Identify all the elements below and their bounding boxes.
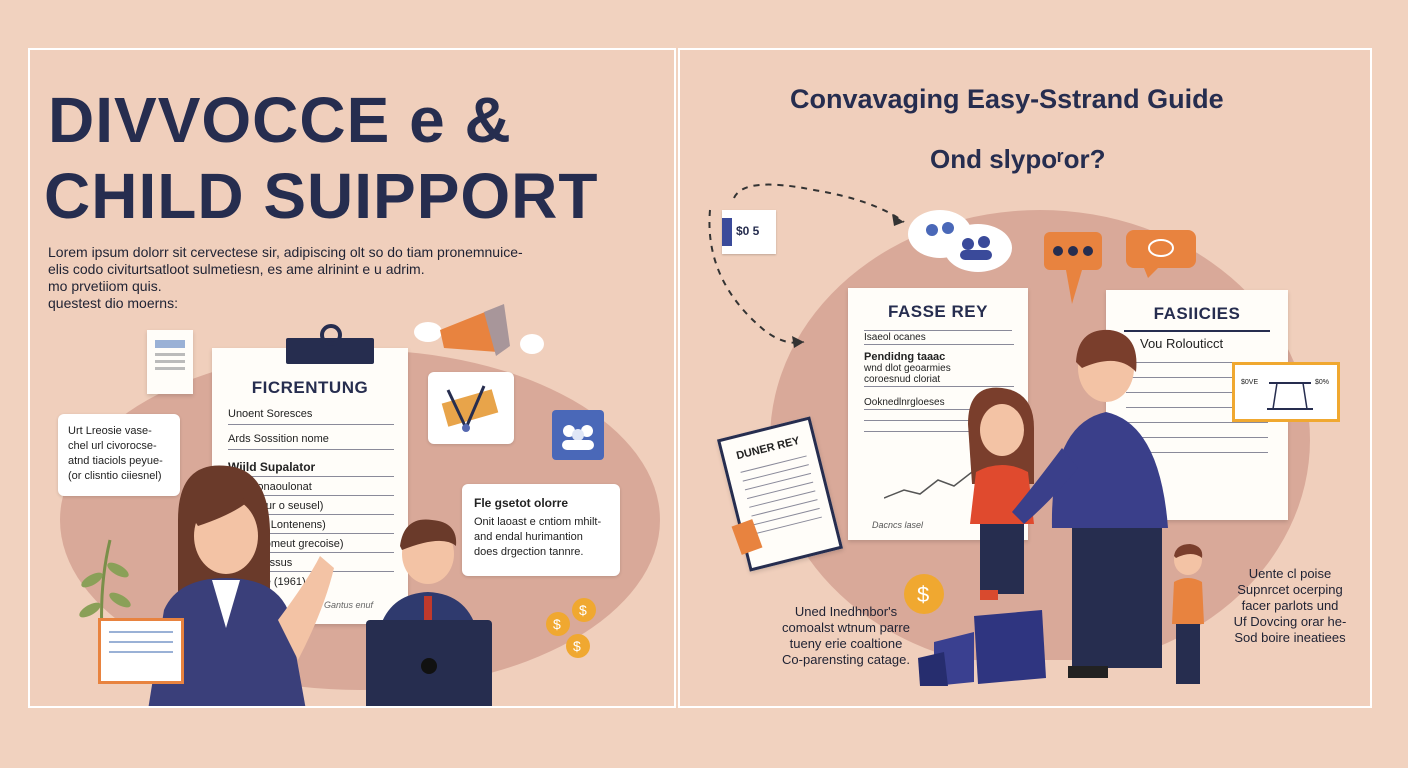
caption-right-line: Uente cl poise [1248, 566, 1332, 581]
side-note-line: chel url civorocse- [68, 440, 157, 452]
intro-line-2: elis codo civiturtsatloot sulmetiesn, es… [48, 261, 425, 277]
caption-left-line: comoalst wtnum parre [782, 620, 910, 635]
man-illustration [1012, 329, 1168, 678]
clipboard-row: Wiild Supalator [228, 460, 316, 474]
document-thumbnail-icon [147, 330, 193, 394]
intro-line-1: Lorem ipsum dolorr sit cervectese sir, a… [48, 244, 523, 260]
orange-chat-icon [1044, 232, 1102, 304]
speech-bubble-line: Onit laoast e cntiom mhilt- [474, 516, 602, 528]
svg-text:$: $ [579, 602, 587, 618]
woman-illustration [148, 465, 334, 706]
doc1-row: Isaeol ocanes [864, 332, 926, 343]
speech-bubble-title: Fle gsetot olorre [474, 496, 569, 510]
doc2-title: FASIICIES [1153, 304, 1241, 323]
speech-bubble-line: and endal hurimantion [474, 531, 583, 543]
caption-left-line: Uned Inedhnbor's [794, 604, 898, 619]
intro-line-3: mo prvetiiom quis. [48, 278, 162, 294]
svg-text:$: $ [917, 582, 929, 607]
scale-chart-card: $0VE $0% [1232, 362, 1340, 422]
clipboard-title: FICRENTUNG [251, 378, 369, 397]
orange-message-icon [1126, 230, 1196, 278]
caption-left-line: Co-parensting catage. [782, 652, 910, 667]
caption-right-line: facer parlots und [1241, 598, 1339, 613]
dollar-coin-icon: $ [904, 574, 944, 614]
group-chat-icon [908, 210, 1012, 272]
notebook-icon [98, 618, 184, 684]
caption-right-line: Uf Dovcing orar he- [1233, 614, 1347, 629]
speech-bubble: Fle gsetot olorre Onit laoast e cntiom m… [462, 484, 620, 576]
girl-illustration [968, 387, 1034, 600]
coins-icon: $ $ $ [546, 598, 596, 658]
calendar-icon: $0 5 [722, 210, 776, 254]
doc1-row: wnd dlot geoarmies [864, 363, 951, 374]
megaphone-icon [414, 304, 544, 356]
right-panel: Convavaging Easy-Sstrand Guide Ond slypo… [678, 48, 1372, 708]
clipboard-ring [320, 324, 342, 346]
svg-text:$: $ [553, 616, 561, 632]
intro-line-4: questest dio moerns: [48, 295, 178, 311]
main-title-line-2: CHILD SUIPPORT [44, 160, 599, 232]
plant-icon [79, 539, 131, 650]
man-laptop-illustration [366, 519, 492, 706]
caption-right-line: Sod boire ineatiees [1234, 630, 1346, 645]
doc2-subtitle: Vou Rolouticct [1140, 336, 1224, 351]
clipboard-signature: Gantus enuf [324, 600, 374, 610]
caption-right-line: Supnrcet ocerping [1237, 582, 1343, 597]
family-card-icon [552, 410, 604, 460]
balance-scale-icon [1267, 382, 1313, 410]
doc1-row: coroesnud cloriat [864, 374, 941, 385]
doc1-row: Ooknedlnrgloeses [864, 397, 945, 408]
chart-card-right-label: $0% [1314, 379, 1329, 386]
speech-bubble-line: does drgection tannre. [474, 546, 584, 558]
side-note-bubble: Urt Lreosie vase- chel url civorocse- at… [58, 414, 180, 496]
caption-left-line: tueny erie coaltione [789, 636, 903, 651]
doc1-signature: Dacncs lasel [872, 520, 924, 530]
boy-illustration [1172, 544, 1204, 684]
calendar-label: $0 5 [736, 224, 760, 238]
tools-image-icon [428, 372, 514, 444]
side-note-line: atnd tiaciols peyue- [68, 455, 163, 467]
building-blocks-icon [918, 610, 1046, 686]
left-panel: DIVVOCCE e & CHILD SUIPPORT Lorem ipsum … [28, 48, 676, 708]
dashed-arrow-path [708, 183, 905, 348]
guide-title: Convavaging Easy-Sstrand Guide [790, 84, 1224, 114]
chart-card-left-label: $0VE [1241, 379, 1259, 386]
clipboard-row: Unoent Soresces [228, 408, 313, 420]
side-note-line: (or clisntio ciiesnel) [68, 470, 162, 482]
doc1-title: FASSE REY [888, 302, 988, 321]
doc1-row: Pendidng taaac [864, 351, 946, 363]
main-title-line-1: DIVVOCCE e & [48, 84, 512, 156]
guide-subtitle: Ond slypoʳor? [930, 144, 1106, 174]
svg-text:$: $ [573, 638, 581, 654]
clipboard-row: Ards Sossition nome [228, 433, 329, 445]
side-note-line: Urt Lreosie vase- [68, 425, 152, 437]
